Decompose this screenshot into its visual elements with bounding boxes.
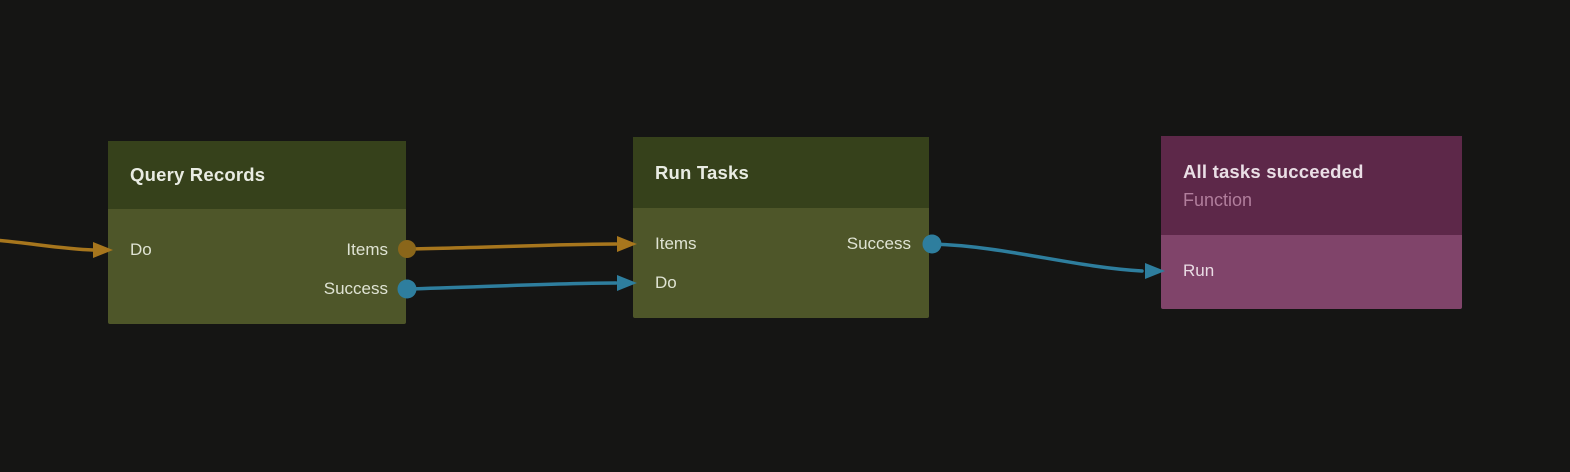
- output-port-items[interactable]: Items: [346, 239, 388, 259]
- output-port-success[interactable]: Success: [846, 233, 911, 253]
- wire-offscreen-to-query-do[interactable]: [0, 238, 95, 252]
- port-row: Items Success: [633, 224, 929, 263]
- port-row: Success: [108, 269, 406, 308]
- port-row: Do: [633, 263, 929, 302]
- port-row: Run: [1161, 251, 1462, 290]
- wire-runtasks-success-to-alltasks-run[interactable]: [930, 242, 1144, 273]
- input-port-items[interactable]: Items: [655, 233, 697, 253]
- node-title: All tasks succeeded: [1183, 160, 1364, 182]
- node-header: Query Records: [108, 141, 406, 209]
- node-body: Items Success Do: [633, 208, 929, 318]
- node-title: Run Tasks: [655, 161, 749, 183]
- node-run-tasks[interactable]: Run Tasks Items Success Do: [633, 137, 929, 318]
- node-body: Run: [1161, 235, 1462, 309]
- node-header: Run Tasks: [633, 137, 929, 208]
- port-row: Do Items: [108, 230, 406, 269]
- wire-query-items-to-runtasks-items[interactable]: [405, 242, 618, 251]
- wire-query-success-to-runtasks-do[interactable]: [405, 281, 618, 291]
- node-all-tasks-succeeded[interactable]: All tasks succeeded Function Run: [1161, 136, 1462, 309]
- node-header: All tasks succeeded Function: [1161, 136, 1462, 235]
- input-port-do[interactable]: Do: [655, 272, 677, 292]
- input-port-do[interactable]: Do: [130, 239, 152, 259]
- node-body: Do Items Success: [108, 209, 406, 324]
- input-port-run[interactable]: Run: [1183, 260, 1215, 280]
- node-subtitle: Function: [1183, 189, 1253, 210]
- output-port-success[interactable]: Success: [323, 278, 388, 298]
- node-title: Query Records: [130, 164, 266, 185]
- node-query-records[interactable]: Query Records Do Items Success: [108, 141, 406, 324]
